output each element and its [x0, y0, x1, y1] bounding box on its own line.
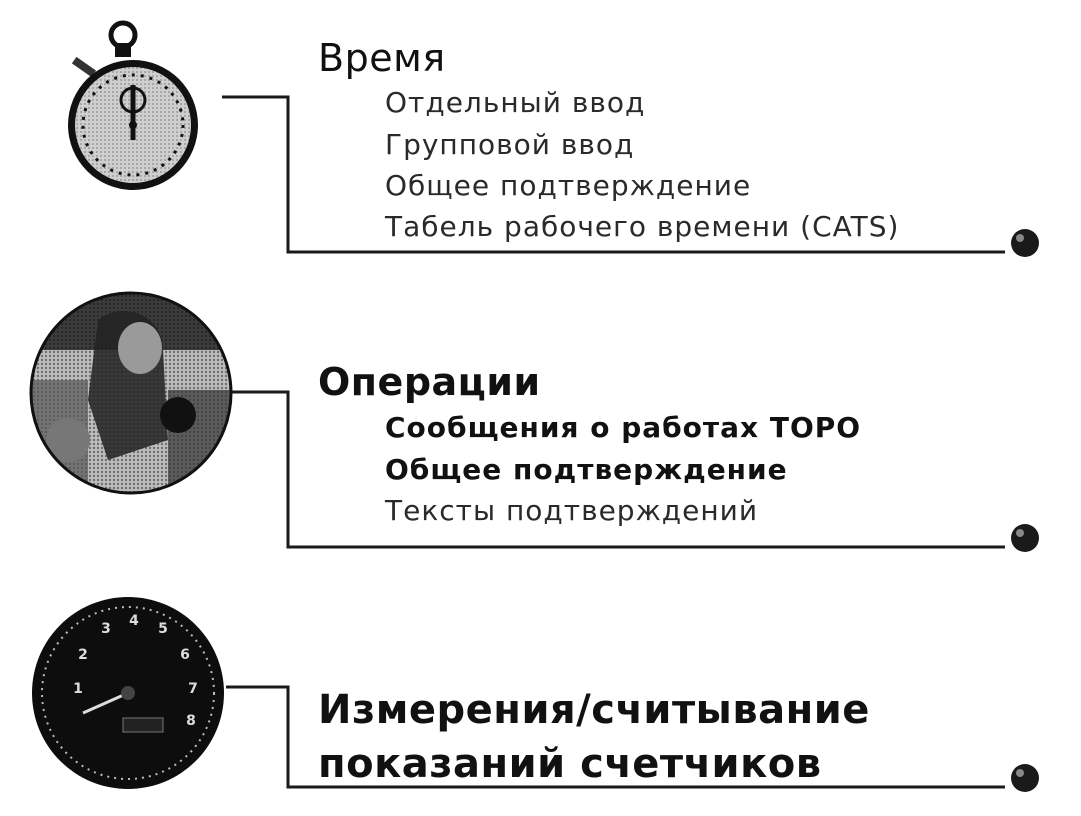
section-measurements-title-line-1: Измерения/считывание	[318, 687, 870, 733]
gauge-label: 6	[180, 647, 190, 663]
gauge-label: 8	[186, 713, 196, 729]
gauge-label: 2	[78, 647, 88, 663]
section-operations-title: Операции	[318, 360, 541, 404]
section-measurements-title-line-2: показаний счетчиков	[318, 741, 822, 787]
gauge-label: 7	[188, 681, 198, 697]
list-item: Табель рабочего времени (CATS)	[385, 210, 900, 243]
gauge-label: 4	[129, 613, 139, 629]
list-item: Общее подтверждение	[385, 453, 788, 486]
section-time-title: Время	[318, 36, 446, 80]
list-item: Групповой ввод	[385, 128, 635, 161]
list-item: Тексты подтверждений	[385, 494, 759, 527]
worker-photo-icon	[29, 291, 233, 495]
gauge-label: 1	[73, 681, 83, 697]
list-item: Общее подтверждение	[385, 169, 752, 202]
gauge-label: 3	[101, 621, 111, 637]
list-item: Отдельный ввод	[385, 86, 646, 119]
section-time-bullet	[1011, 229, 1039, 257]
stopwatch-icon	[68, 20, 198, 190]
section-measurements-bullet	[1011, 764, 1039, 792]
gauge-icon: 1 2 3 4 5 6 7 8	[32, 597, 224, 789]
gauge-label: 5	[158, 621, 168, 637]
section-operations-bullet	[1011, 524, 1039, 552]
list-item: Сообщения о работах ТОРО	[385, 411, 862, 444]
